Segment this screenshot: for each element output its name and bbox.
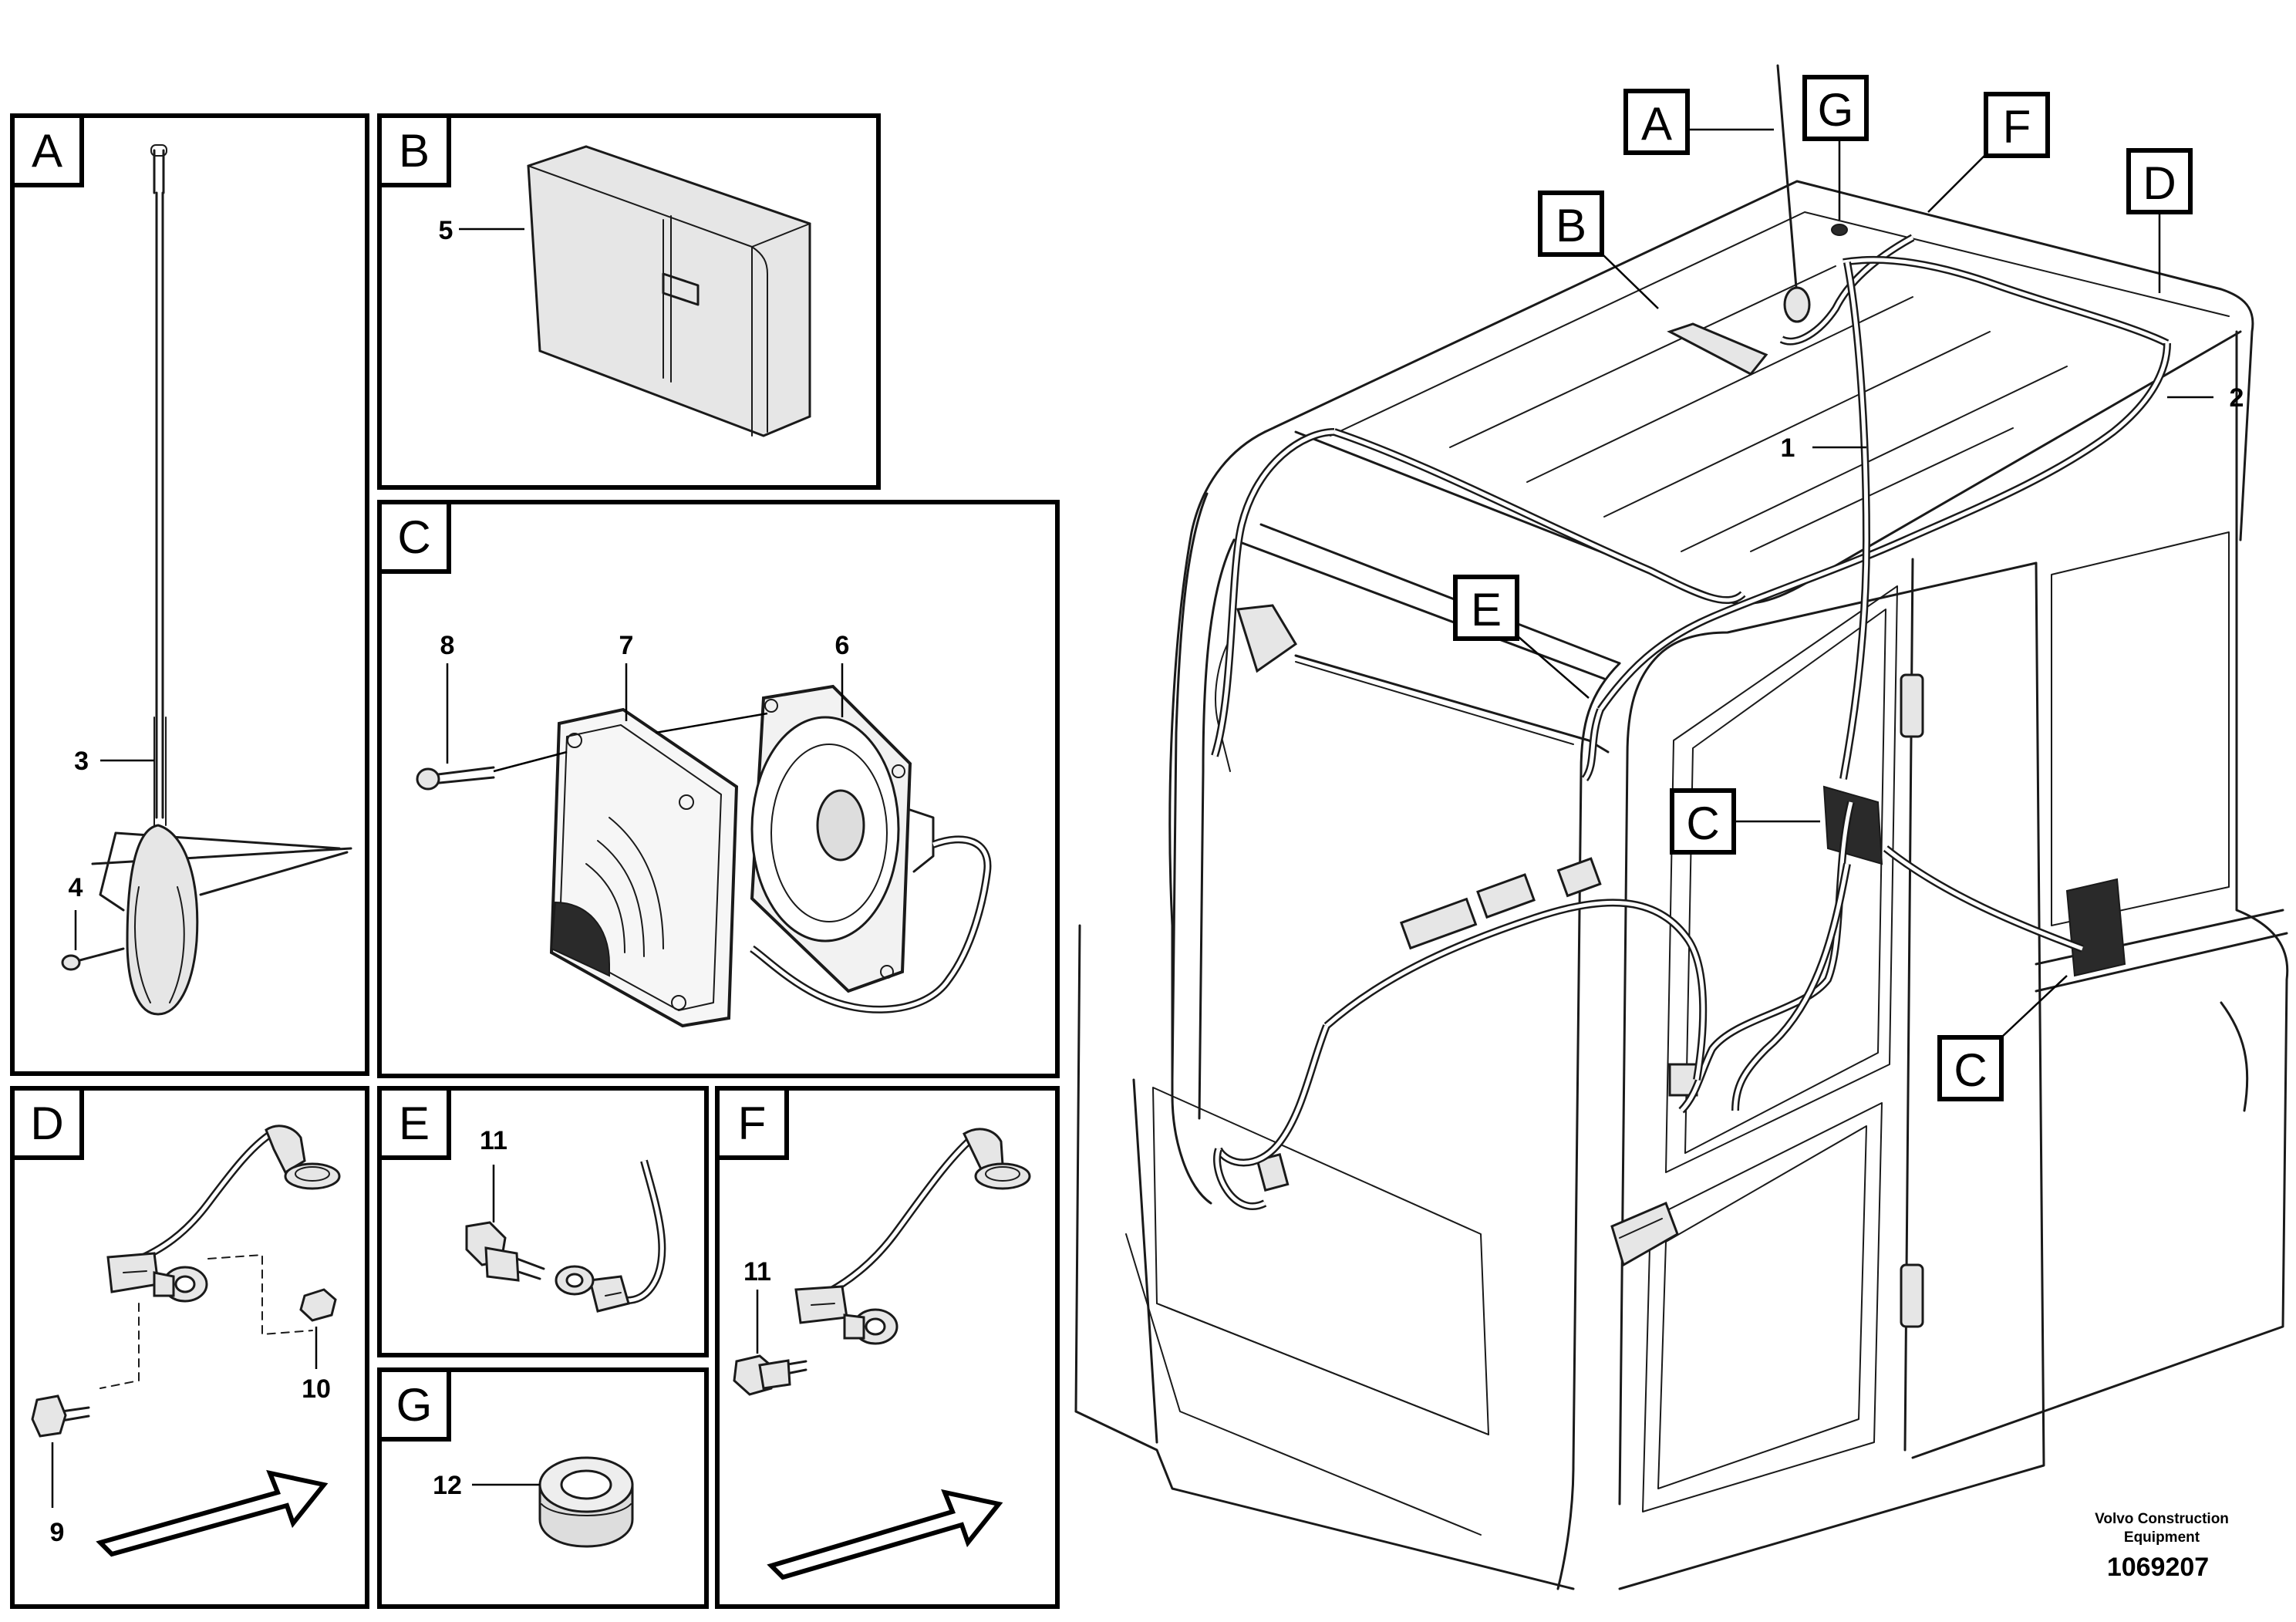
ground-cable-illustration-e — [465, 1159, 666, 1313]
manufacturer-line-1: Volvo Construction — [2095, 1511, 2229, 1527]
callout-e-leader — [1517, 636, 1590, 699]
callout-b: B — [1556, 200, 1586, 251]
panel-c-tag-box — [377, 500, 451, 574]
leader-7b — [655, 712, 768, 734]
label-5: 5 — [439, 216, 453, 245]
callout-c-leader-2 — [2001, 975, 2068, 1038]
footer: Volvo Construction Equipment 1069207 — [2095, 1511, 2229, 1582]
callout-g-box — [1802, 75, 1869, 141]
callout-a: A — [1641, 98, 1672, 150]
panel-f: F 11 — [715, 1086, 1060, 1609]
label-8: 8 — [440, 631, 455, 660]
callout-d-box — [2126, 148, 2193, 214]
callout-c-box-2 — [1937, 1035, 2004, 1101]
speaker-illustration — [750, 684, 992, 1013]
callout-c-2: C — [1954, 1044, 1987, 1096]
speaker-screw-illustration — [416, 766, 495, 791]
label-12: 12 — [433, 1471, 462, 1500]
panel-g-tag: G — [396, 1379, 433, 1431]
main-callouts: A G F D B E C C 1 2 — [1453, 75, 2244, 1101]
ground-cable-illustration-d — [31, 1125, 341, 1557]
panel-c-tag: C — [397, 511, 430, 563]
panel-e-tag: E — [399, 1098, 430, 1149]
panel-g-tag-box — [377, 1367, 451, 1442]
label-2: 2 — [2230, 383, 2244, 413]
panel-e: E 11 — [377, 1086, 709, 1357]
panel-b-tag: B — [399, 125, 430, 177]
panel-a-tag: A — [32, 125, 62, 177]
panel-e-tag-box — [377, 1086, 451, 1160]
panel-a: A 3 4 — [10, 113, 369, 1076]
radio-illustration — [527, 145, 811, 437]
callout-e: E — [1471, 584, 1502, 636]
callout-e-box — [1453, 575, 1519, 641]
label-11-e: 11 — [480, 1126, 507, 1155]
panel-d-tag-box — [10, 1086, 84, 1160]
ground-cable-illustration-f — [733, 1128, 1031, 1580]
panel-c: C 8 — [377, 500, 1060, 1078]
callout-d: D — [2143, 157, 2176, 209]
panel-f-tag-box — [715, 1086, 789, 1160]
label-1: 1 — [1781, 433, 1795, 463]
antenna-illustration — [61, 144, 352, 1016]
panel-d: D 9 10 — [10, 1086, 369, 1609]
panel-b-tag-box — [377, 113, 451, 187]
panel-f-tag: F — [738, 1098, 767, 1149]
callout-c-box-1 — [1670, 788, 1736, 855]
callout-f: F — [2003, 101, 2031, 153]
manufacturer-line-2: Equipment — [2124, 1529, 2200, 1546]
panel-b: B 5 — [377, 113, 881, 490]
callout-a-box — [1623, 89, 1690, 155]
label-11-f: 11 — [743, 1257, 771, 1286]
label-4: 4 — [69, 873, 83, 902]
panel-d-tag: D — [30, 1098, 63, 1149]
wiring-harness — [1211, 234, 2171, 1210]
callout-f-leader — [1927, 153, 1987, 213]
callout-c-1: C — [1686, 798, 1719, 849]
panel-a-tag-box — [10, 113, 84, 187]
label-7: 7 — [619, 631, 634, 660]
label-6: 6 — [835, 631, 850, 660]
callout-b-box — [1538, 191, 1604, 257]
leader-8b — [493, 750, 568, 773]
label-10: 10 — [302, 1374, 331, 1404]
part-number: 1069207 — [2107, 1553, 2209, 1582]
label-9: 9 — [50, 1518, 65, 1547]
callout-b-leader — [1602, 254, 1659, 309]
callout-f-box — [1984, 92, 2050, 158]
panel-g: G 12 — [377, 1367, 709, 1609]
speaker-cover-illustration — [549, 707, 739, 1028]
label-3: 3 — [74, 747, 89, 776]
grommet-illustration — [538, 1456, 634, 1548]
callout-g: G — [1818, 84, 1854, 136]
